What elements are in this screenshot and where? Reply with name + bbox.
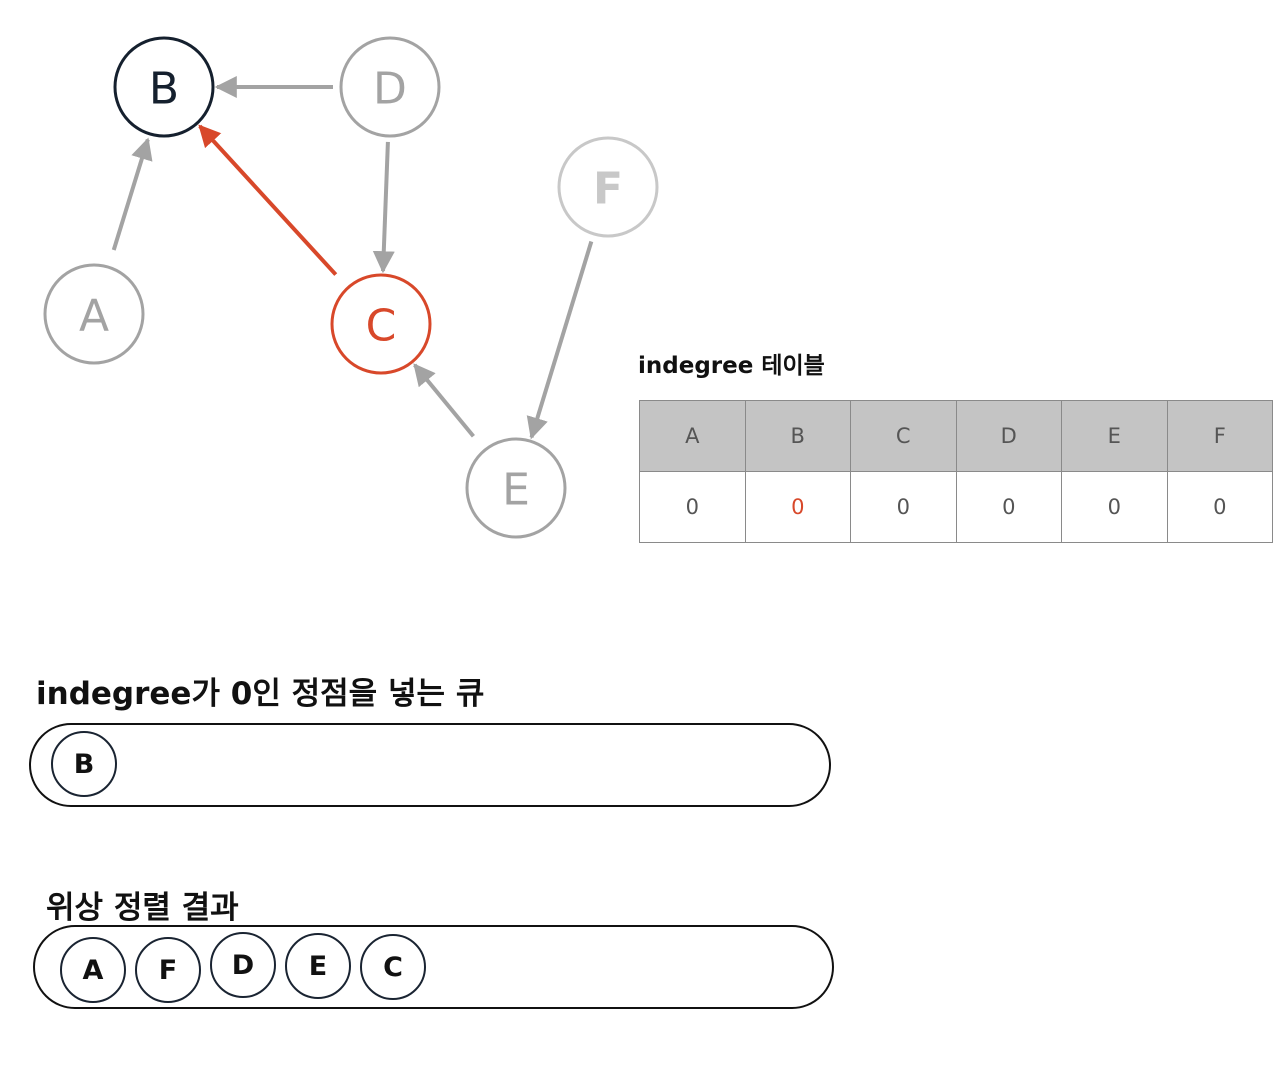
result-item-f: F <box>135 937 201 1003</box>
graph-node-circle <box>330 273 432 375</box>
graph-node-circle <box>43 263 145 365</box>
result-title: 위상 정렬 결과 <box>46 890 239 926</box>
graph-node-label: D <box>373 64 407 115</box>
graph-node-circle <box>557 136 659 238</box>
graph-edges <box>111 76 594 440</box>
graph-node-b: B <box>113 36 215 138</box>
result-item-d: D <box>210 932 276 998</box>
queue-title: indegree가 0인 정점을 넣는 큐 <box>36 676 485 712</box>
result-item-a: A <box>60 937 126 1003</box>
indegree-value-c: 0 <box>850 471 957 543</box>
graph-nodes: B D F A C E <box>43 36 659 539</box>
dependency-graph: B D F A C E <box>43 36 659 539</box>
result-item-c: C <box>360 934 426 1000</box>
graph-node-d: D <box>339 36 441 138</box>
indegree-header-e: E <box>1061 400 1168 472</box>
indegree-header-a: A <box>639 400 746 472</box>
graph-node-label: F <box>593 164 623 215</box>
edge-c-to-b <box>198 124 338 276</box>
graph-node-circle <box>465 437 567 539</box>
graph-node-label: A <box>79 291 109 342</box>
indegree-header-c: C <box>850 400 957 472</box>
queue-item-b: B <box>51 731 117 797</box>
graph-node-f: F <box>557 136 659 238</box>
indegree-header-f: F <box>1166 400 1273 472</box>
graph-node-label: B <box>149 64 179 115</box>
indegree-value-f: 0 <box>1166 471 1273 543</box>
indegree-table-title: indegree 테이블 <box>638 353 825 379</box>
indegree-header-d: D <box>955 400 1062 472</box>
graph-node-circle <box>339 36 441 138</box>
indegree-header-b: B <box>744 400 851 472</box>
graph-node-label: C <box>366 301 397 352</box>
edge-e-to-c <box>413 363 475 438</box>
queue-container: B <box>29 723 831 807</box>
indegree-value-e: 0 <box>1061 471 1168 543</box>
indegree-value-d: 0 <box>955 471 1062 543</box>
indegree-value-b: 0 <box>744 471 851 543</box>
graph-node-c: C <box>330 273 432 375</box>
graph-node-circle <box>113 36 215 138</box>
edge-f-to-e <box>526 240 594 440</box>
graph-node-a: A <box>43 263 145 365</box>
edge-d-to-c <box>372 141 395 274</box>
indegree-value-a: 0 <box>639 471 746 543</box>
graph-node-label: E <box>502 465 530 516</box>
edge-a-to-b <box>111 137 153 251</box>
graph-node-e: E <box>465 437 567 539</box>
result-item-e: E <box>285 933 351 999</box>
